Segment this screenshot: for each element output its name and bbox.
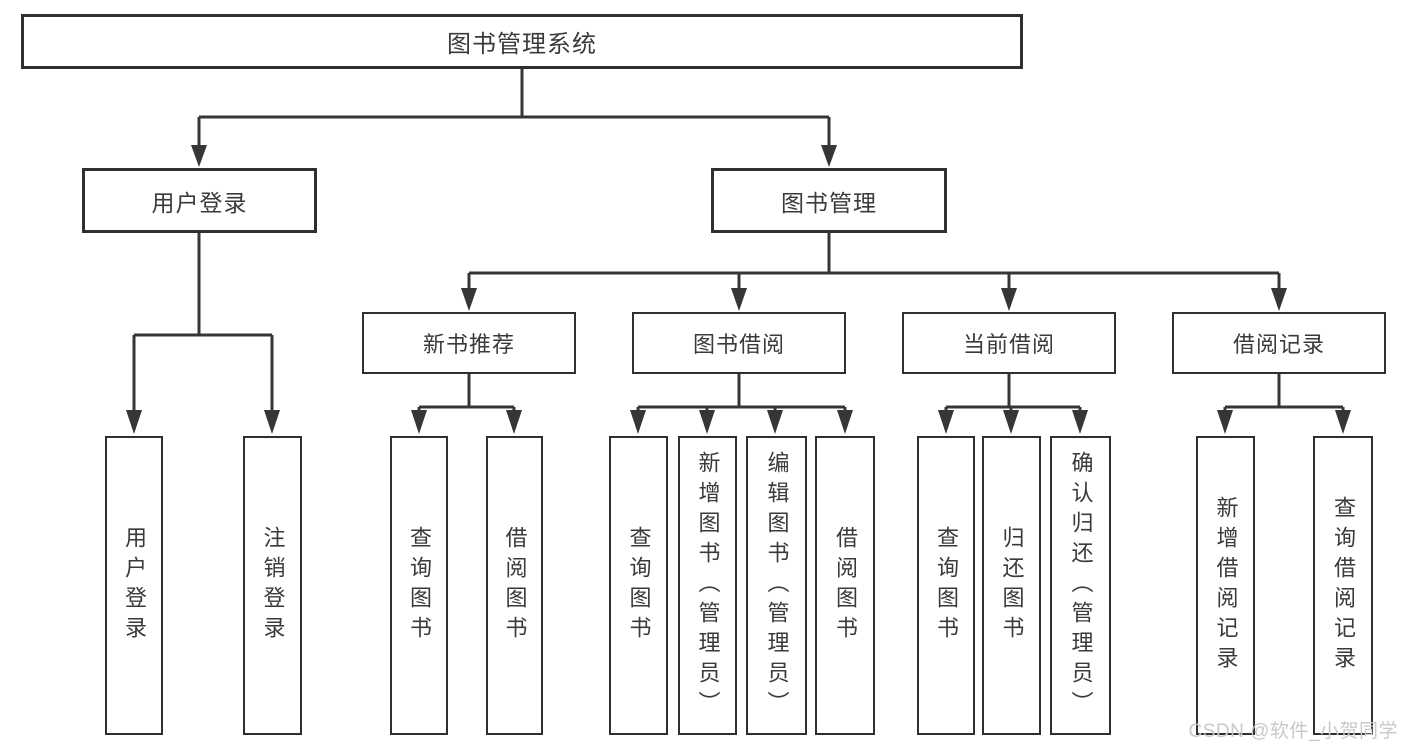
node-label: 新书推荐	[422, 332, 515, 357]
leaf-label: 用户登录	[122, 525, 147, 646]
leaf-user-login: 用户登录	[105, 436, 163, 735]
leaf-logout: 注销登录	[243, 436, 302, 735]
node-label: 借阅记录	[1232, 332, 1325, 357]
leaf-confirm-return-admin: 确认归还（管理员）	[1050, 436, 1111, 735]
node-label: 图书管理	[781, 189, 877, 216]
leaf-label: 确认归还（管理员）	[1068, 450, 1094, 721]
leaf-edit-books-admin: 编辑图书（管理员）	[746, 436, 807, 735]
node-current-borrowing: 当前借阅	[902, 312, 1116, 374]
node-label: 用户登录	[151, 189, 248, 216]
leaf-add-books-admin: 新增图书（管理员）	[678, 436, 737, 735]
leaf-label: 编辑图书（管理员）	[764, 450, 790, 721]
leaf-label: 查询图书	[934, 525, 959, 646]
leaf-borrow-books-recommend: 借阅图书	[486, 436, 543, 735]
leaf-label: 新增借阅记录	[1213, 495, 1239, 676]
node-library-management-system: 图书管理系统	[21, 14, 1023, 69]
leaf-label: 注销登录	[260, 525, 286, 646]
node-user-login: 用户登录	[82, 168, 317, 233]
leaf-query-books-recommend: 查询图书	[390, 436, 448, 735]
leaf-query-books-borrowing: 查询图书	[609, 436, 668, 735]
csdn-watermark: CSDN @软件_小贺同学	[1188, 721, 1398, 742]
node-new-book-recommendation: 新书推荐	[362, 312, 576, 374]
node-borrowing-records: 借阅记录	[1172, 312, 1386, 374]
leaf-label: 借阅图书	[833, 525, 858, 646]
leaf-label: 查询图书	[626, 525, 652, 646]
leaf-label: 查询图书	[407, 525, 432, 646]
node-book-borrowing: 图书借阅	[632, 312, 846, 374]
leaf-label: 新增图书（管理员）	[695, 450, 721, 721]
leaf-label: 归还图书	[999, 525, 1025, 646]
node-label: 图书管理系统	[447, 31, 597, 58]
leaf-borrow-books-borrowing: 借阅图书	[815, 436, 875, 735]
leaf-query-borrow-record: 查询借阅记录	[1313, 436, 1373, 735]
leaf-add-borrow-record: 新增借阅记录	[1196, 436, 1255, 735]
node-label: 当前借阅	[962, 332, 1055, 357]
node-label: 图书借阅	[692, 332, 785, 357]
leaf-label: 借阅图书	[502, 525, 528, 646]
leaf-return-books: 归还图书	[982, 436, 1041, 735]
leaf-query-books-current: 查询图书	[917, 436, 975, 735]
leaf-label: 查询借阅记录	[1331, 495, 1356, 676]
node-book-management: 图书管理	[711, 168, 947, 233]
